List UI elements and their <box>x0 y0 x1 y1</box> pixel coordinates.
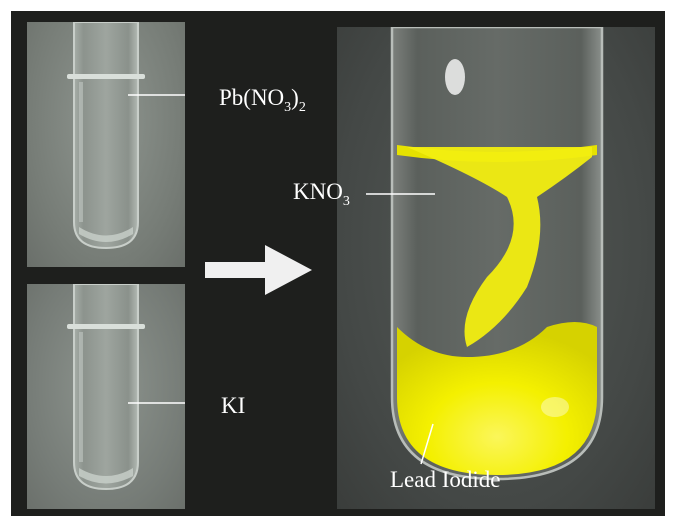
label-lead-iodide: Lead Iodide <box>390 467 501 492</box>
label-lead-nitrate: Pb(NO3)2 <box>219 85 306 115</box>
photo-potassium-iodide-tube <box>27 284 185 509</box>
test-tube-reaction <box>366 27 604 481</box>
label-potassium-nitrate: KNO3 <box>293 179 350 209</box>
photo-lead-nitrate-tube <box>27 22 185 267</box>
photo-reaction-tube <box>337 27 655 509</box>
label-potassium-iodide: KI <box>221 393 246 418</box>
test-tube-lead-nitrate <box>67 22 185 250</box>
test-tube-potassium-iodide <box>67 284 185 491</box>
